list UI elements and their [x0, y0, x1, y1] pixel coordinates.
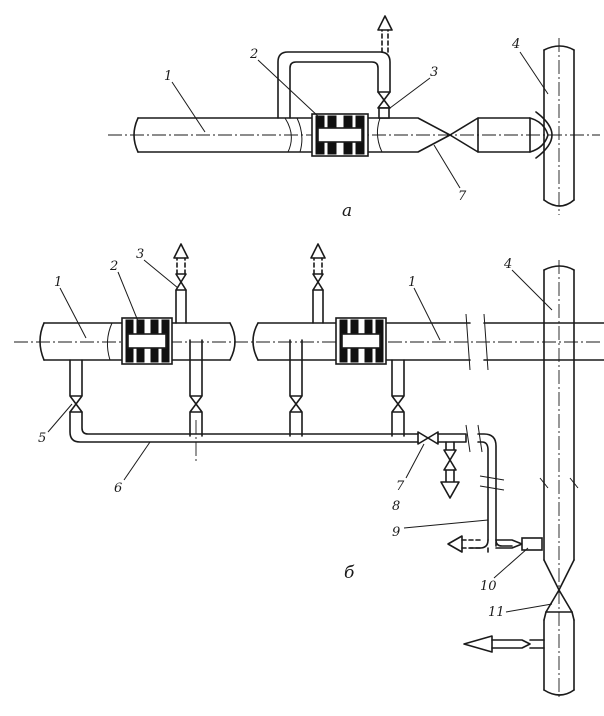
label-a-4: 4	[511, 37, 520, 52]
label-b-1-right: 1	[408, 275, 416, 290]
coupling-a	[311, 113, 369, 157]
figure-b: 1 2 3 1 4 5 6 7 8 9 10 11 б	[14, 243, 604, 700]
vent-b-right	[310, 243, 326, 324]
line-9-b	[447, 535, 543, 553]
outlet-arrow-b	[463, 635, 545, 653]
label-b-5: 5	[38, 431, 46, 446]
caption-a: a	[342, 201, 352, 221]
label-b-9: 9	[392, 525, 400, 540]
header-pipe-a	[529, 38, 575, 215]
label-a-2: 2	[249, 47, 258, 62]
drain-legs-b	[69, 339, 405, 437]
header-pipe-b	[539, 260, 579, 700]
label-a-7: 7	[458, 189, 467, 204]
label-a-3: 3	[430, 65, 438, 80]
label-b-8: 8	[392, 499, 400, 514]
vent-arrow-a	[377, 15, 393, 53]
label-a-1: 1	[164, 69, 172, 84]
coupling-b-left	[121, 317, 173, 365]
label-b-3: 3	[136, 247, 144, 262]
vent-b-left	[173, 243, 189, 324]
label-b-2: 2	[109, 259, 118, 274]
coupling-b-right	[335, 317, 387, 365]
figure-a: 1 2 3 4 7 a	[108, 15, 600, 221]
bypass-loop-a	[277, 51, 391, 119]
label-b-11: 11	[488, 605, 505, 620]
drain-8-b	[440, 441, 460, 499]
leaders-a	[171, 51, 549, 189]
main-pipe-b-left	[14, 322, 600, 361]
label-b-10: 10	[480, 579, 497, 594]
label-b-7: 7	[396, 479, 405, 494]
label-b-4: 4	[503, 257, 512, 272]
caption-b: б	[344, 563, 355, 583]
label-b-1-left: 1	[54, 275, 62, 290]
label-b-6: 6	[114, 481, 122, 496]
valve-7-a	[449, 117, 531, 153]
collector-pipe-b	[69, 411, 505, 541]
leaders-b	[47, 259, 553, 613]
